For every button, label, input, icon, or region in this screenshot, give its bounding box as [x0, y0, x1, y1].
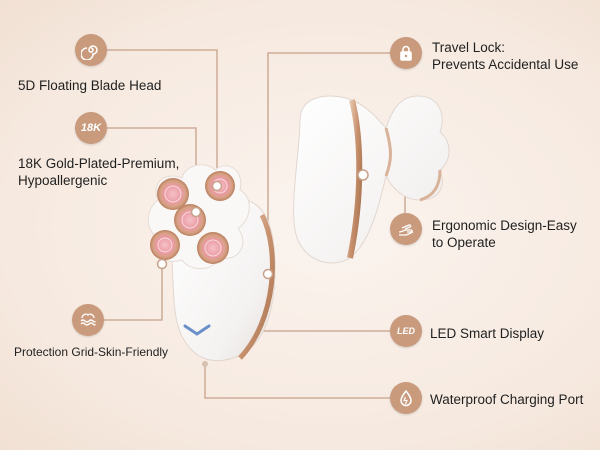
feature-floating-head-label: 5D Floating Blade Head: [18, 78, 162, 93]
feature-ergonomic-label-line1: Ergonomic Design-Easy: [432, 218, 577, 233]
18k-badge-text: 18K: [80, 122, 102, 134]
feature-travel-lock-label-line1: Travel Lock:: [432, 40, 506, 55]
feature-ergonomic-label-line2: to Operate: [432, 235, 496, 250]
spiral-icon: [75, 34, 107, 66]
shaver-back-view: [293, 95, 450, 264]
feature-protection-grid-label: Protection Grid-Skin-Friendly: [14, 345, 169, 359]
led-badge-text: LED: [397, 326, 415, 336]
18k-badge-icon: 18K: [75, 112, 107, 144]
feature-gold-plated-label-line2: Hypoallergenic: [18, 173, 108, 188]
water-drop-icon: [390, 382, 422, 414]
feature-gold-plated-label-line1: 18K Gold-Plated-Premium,: [18, 156, 180, 171]
skin-waves-icon: [72, 304, 104, 336]
feature-waterproof-label: Waterproof Charging Port: [430, 392, 584, 407]
shaver-front-view: [147, 164, 276, 367]
lock-icon: [390, 37, 422, 69]
hand-icon: [390, 213, 422, 245]
feature-travel-lock-label-line2: Prevents Accidental Use: [432, 57, 579, 72]
led-icon: LED: [390, 315, 422, 347]
feature-led-display-label: LED Smart Display: [430, 326, 545, 341]
